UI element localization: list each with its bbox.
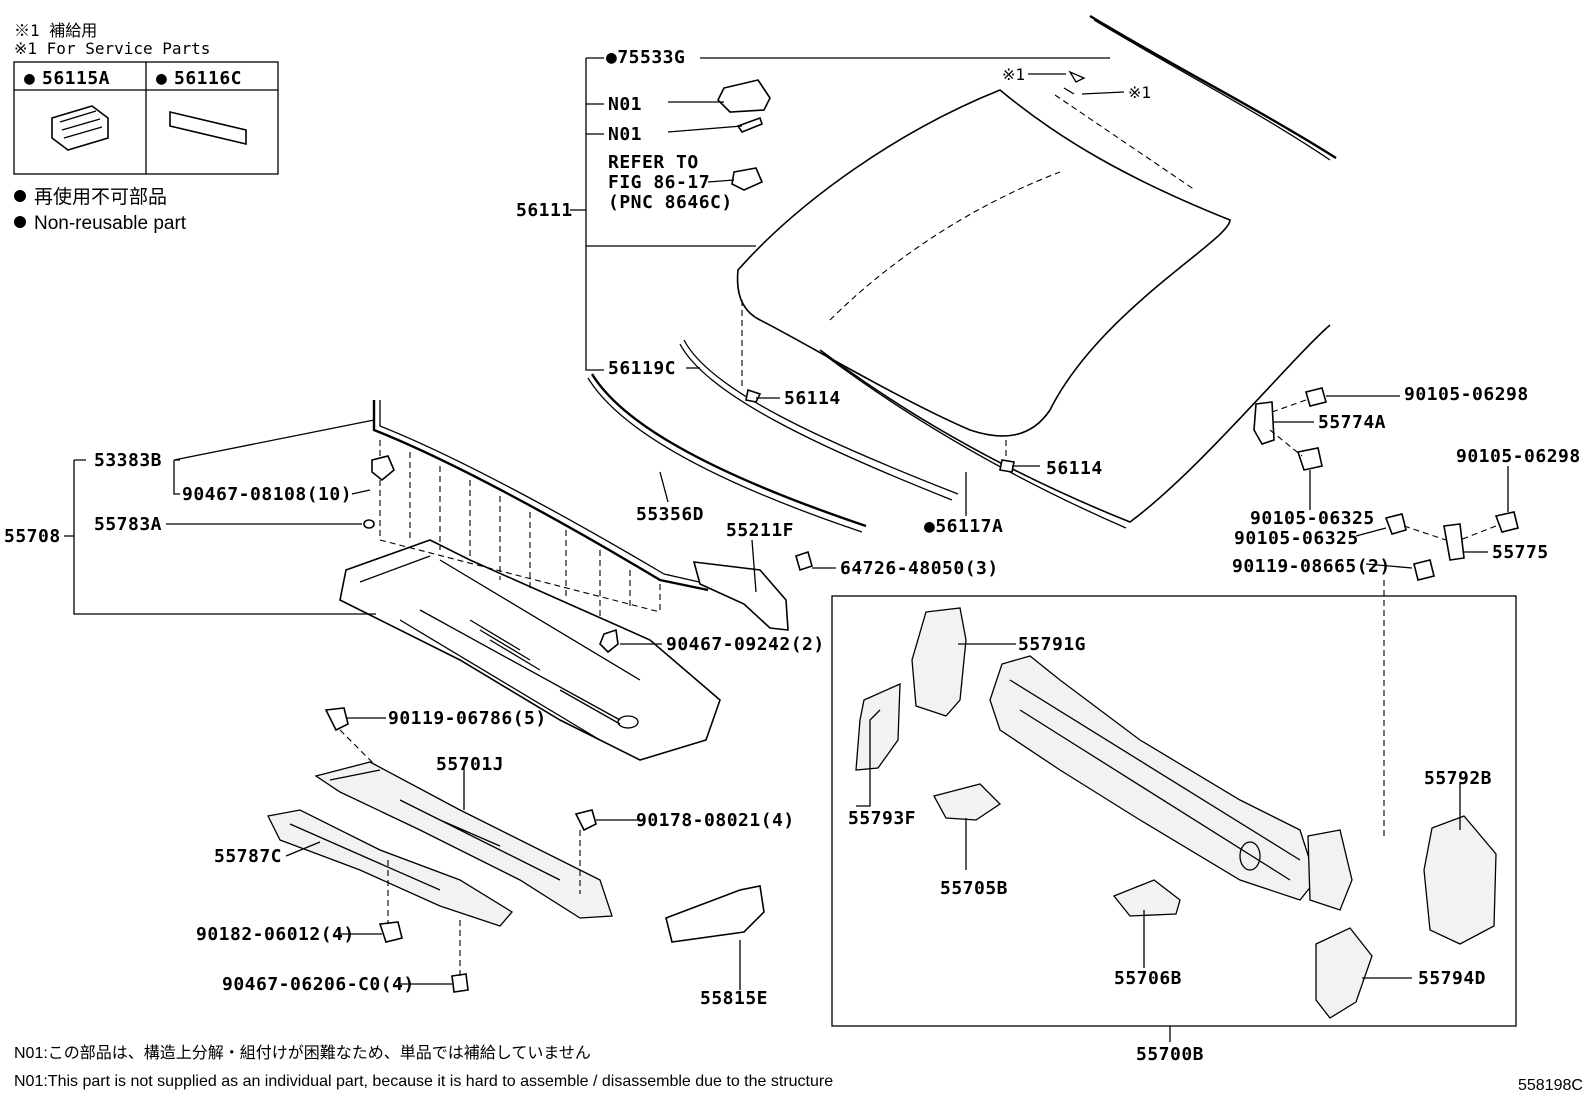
label-refer-3: (PNC 8646C) <box>608 192 733 213</box>
stopper-56114-a <box>745 388 762 403</box>
service-part-2-number: 56116C <box>174 68 242 89</box>
label-90105-06325-a: 90105-06325 <box>1250 508 1375 529</box>
molding-75533g <box>1089 14 1337 160</box>
bracket-55774a <box>1253 401 1275 445</box>
label-star1-b: ※1 <box>1128 83 1151 102</box>
clip-56115a-drawing <box>51 105 109 151</box>
nut-90178 <box>574 809 597 832</box>
label-90105-06298-b: 90105-06298 <box>1456 446 1581 467</box>
label-56117a: ●56117A <box>924 516 1003 537</box>
label-55706b: 55706B <box>1114 968 1182 989</box>
label-90178: 90178-08021(4) <box>636 810 795 831</box>
label-55356d: 55356D <box>636 504 704 525</box>
legend-jp: 再使用不可部品 <box>34 186 167 208</box>
bracket-55706b <box>1112 879 1181 917</box>
bolt-90105-06298-a <box>1305 387 1327 407</box>
bracket-55792b <box>1423 815 1497 945</box>
service-part-1-label: ● <box>24 68 35 89</box>
label-star1-a: ※1 <box>1002 65 1025 84</box>
legend-dot-en <box>14 216 26 228</box>
insulator-55815e <box>665 885 765 943</box>
stopper-56114-b <box>999 459 1015 473</box>
label-56114-a: 56114 <box>784 388 841 409</box>
label-90467-06206: 90467-06206-C0(4) <box>222 974 415 995</box>
service-part-2-label: ● <box>156 68 167 89</box>
label-55783a: 55783A <box>94 514 162 535</box>
seal-53383b <box>372 400 709 592</box>
label-55700b: 55700B <box>1136 1044 1204 1065</box>
label-55792b: 55792B <box>1424 768 1492 789</box>
bolt-90105-06325-b <box>1384 513 1407 535</box>
label-53383b: 53383B <box>94 450 162 471</box>
bracket-55791g <box>911 607 967 717</box>
bolt-90105-06298-b <box>1494 511 1519 533</box>
bracket-55793f <box>855 682 901 771</box>
label-55774a: 55774A <box>1318 412 1386 433</box>
legend-dot-jp <box>14 190 26 202</box>
strip-55356d <box>590 373 867 528</box>
label-90467-09242: 90467-09242(2) <box>666 634 825 655</box>
service-parts-table: ● 56115A ● 56116C <box>13 61 279 175</box>
clip-90467-09242 <box>599 628 619 654</box>
footer-note-jp: N01:この部品は、構造上分解・組付けが困難なため、単品では補給していません <box>14 1044 591 1062</box>
strip-56116c-drawing <box>169 110 247 146</box>
service-note-jp: ※1 補給用 <box>14 21 97 40</box>
label-55793f: 55793F <box>848 808 916 829</box>
label-56119c: 56119C <box>608 358 676 379</box>
service-part-1-number: 56115A <box>42 68 110 89</box>
label-55708: 55708 <box>4 526 61 547</box>
label-90105-06298-a: 90105-06298 <box>1404 384 1529 405</box>
label-n01-a: N01 <box>608 94 642 115</box>
label-55705b: 55705B <box>940 878 1008 899</box>
label-75533g: ●75533G <box>606 47 685 68</box>
nut-90467-06206 <box>451 973 469 993</box>
bracket-refer <box>731 167 764 191</box>
label-90182: 90182-06012(4) <box>196 924 355 945</box>
label-90119-08665: 90119-08665(2) <box>1232 556 1391 577</box>
bracket-n01-a <box>717 79 771 113</box>
clip-90467-08108 <box>371 455 395 482</box>
cowl-top-ventilator-louver <box>339 539 721 761</box>
bracket-55794d <box>1315 927 1373 1019</box>
label-56114-b: 56114 <box>1046 458 1103 479</box>
clip-90182 <box>378 921 403 943</box>
bracket-n01-b <box>736 116 763 133</box>
windshield-glass <box>679 89 1331 529</box>
service-note-en: ※1 For Service Parts <box>14 39 210 58</box>
label-refer-2: FIG 86-17 <box>608 172 710 193</box>
plug-55783a <box>363 519 375 529</box>
seal-55211f <box>692 561 789 631</box>
legend-en: Non-reusable part <box>34 213 187 234</box>
label-55794d: 55794D <box>1418 968 1486 989</box>
bolt-90119-06786 <box>324 707 349 732</box>
label-55787c: 55787C <box>214 846 282 867</box>
bolt-90119-08665 <box>1413 559 1435 581</box>
clip-64726 <box>795 550 813 572</box>
label-55791g: 55791G <box>1018 634 1086 655</box>
label-55701j: 55701J <box>436 754 504 775</box>
figure-id: 558198C <box>1518 1077 1583 1094</box>
label-55211f: 55211F <box>726 520 794 541</box>
cowl-panel-assembly <box>989 655 1353 911</box>
label-refer-1: REFER TO <box>608 152 699 173</box>
label-56111: 56111 <box>516 200 573 221</box>
label-90105-06325-b: 90105-06325 <box>1234 528 1359 549</box>
label-90119-06786: 90119-06786(5) <box>388 708 547 729</box>
label-55775: 55775 <box>1492 542 1549 563</box>
cowl-panel-55787c <box>267 809 513 927</box>
bracket-55705b <box>933 783 1002 821</box>
bolt-90105-06325-a <box>1296 447 1323 471</box>
assembly-box-55700b <box>831 595 1517 1027</box>
label-90467-08108: 90467-08108(10) <box>182 484 352 505</box>
footer-note-en: N01:This part is not supplied as an indi… <box>14 1073 833 1090</box>
label-n01-b: N01 <box>608 124 642 145</box>
bracket-55775 <box>1443 523 1465 561</box>
label-64726: 64726-48050(3) <box>840 558 999 579</box>
label-55815e: 55815E <box>700 988 768 1009</box>
cowl-panel-55701j <box>314 761 613 919</box>
